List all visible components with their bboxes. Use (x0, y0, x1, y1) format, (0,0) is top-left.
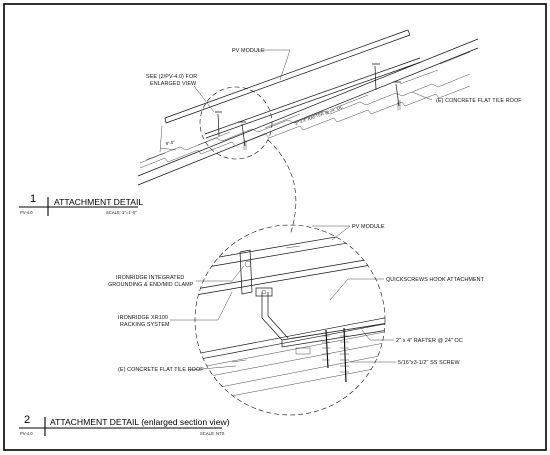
detail-2-enlarged-view (194, 224, 386, 416)
d1-rafter-label: 2" x 4" RAFTER @ 24" OC (295, 104, 344, 126)
d2-hook-label: QUICKSCREWS HOOK ATTACHMENT (386, 277, 485, 283)
detail-1-view: 8"-0" (137, 29, 479, 186)
d2-roof-label: (E) CONCRETE FLAT TILE ROOF (118, 367, 204, 373)
detail-2-title-block: 2 ATTACHMENT DETAIL (enlarged section vi… (19, 414, 230, 436)
callout-connector (267, 139, 297, 236)
d2-screw-label: 5/16"x3-1/2" SS SCREW (398, 360, 460, 366)
d2-clamp-label-1: IRONRIDGE INTEGRATED (116, 275, 184, 281)
d2-clamp-label-2: GROUNDING & END/MID CLAMP (108, 282, 194, 288)
enlarged-view-circle (199, 86, 273, 160)
d1-roof-label: (E) CONCRETE FLAT TILE ROOF (436, 98, 522, 104)
d2-rail-label-1: IRONRIDGE XR100 (118, 315, 168, 321)
d1-pv-module-label: PV MODULE (232, 48, 265, 54)
detail-1-scale: SCALE: 1"=1'-0" (106, 210, 137, 215)
spacing-dimension: 8"-0" (165, 139, 175, 146)
d2-pv-module-label: PV MODULE (352, 224, 385, 230)
sheet-border (3, 3, 547, 451)
detail-2-sheet-ref: PV-4.0 (20, 431, 33, 436)
detail-2-number: 2 (24, 414, 30, 426)
detail-1-number: 1 (30, 193, 36, 205)
d2-rail-label-2: RACKING SYSTEM (120, 322, 170, 328)
d1-see-ref-label-2: ENLARGED VIEW (150, 81, 197, 87)
d1-see-ref-label-1: SEE (2/PV-4.0) FOR (146, 74, 197, 80)
detail-2-title: ATTACHMENT DETAIL (enlarged section view… (50, 417, 230, 427)
detail-2-scale: SCALE: NTS (200, 431, 225, 436)
detail-1-title: ATTACHMENT DETAIL (54, 197, 143, 207)
detail-1-title-block: 1 ATTACHMENT DETAIL PV-4.0 SCALE: 1"=1'-… (19, 193, 143, 216)
detail-1-sheet-ref: PV-4.0 (20, 210, 33, 215)
d2-rafter-label: 2" x 4" RAFTER @ 24" OC (396, 338, 463, 344)
